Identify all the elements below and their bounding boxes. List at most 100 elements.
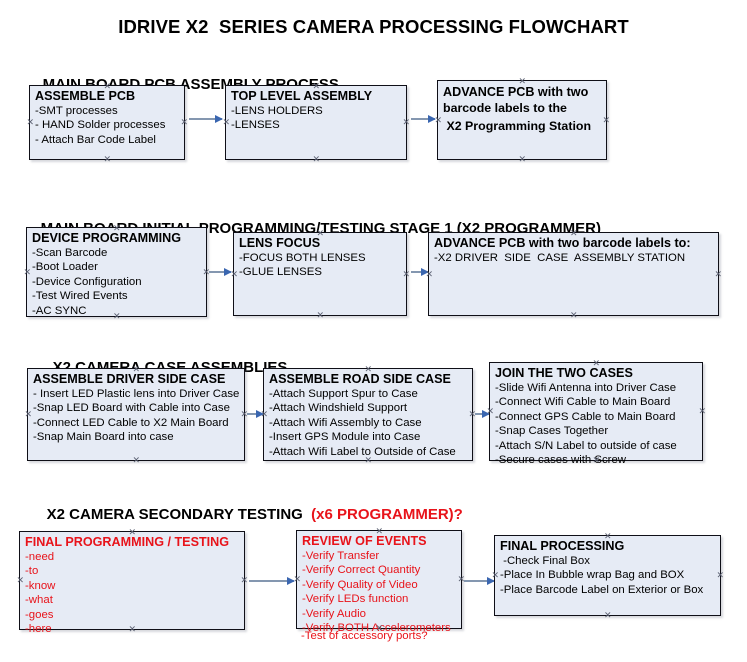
node-line: -Connect GPS Cable to Main Board — [495, 410, 676, 423]
node-line: - Attach Bar Code Label — [35, 133, 156, 146]
connection-handle-right[interactable] — [403, 271, 410, 278]
node-line: X2 Programming Station — [443, 118, 592, 133]
connection-handle-bottom[interactable] — [519, 156, 526, 163]
connection-handle-left[interactable] — [231, 271, 238, 278]
section-title-x2-camera-secondary-testing: X2 CAMERA SECONDARY TESTING (x6 PROGRAMM… — [30, 489, 463, 540]
node-advance-pcb-to-driver-side-case-assembly[interactable]: ADVANCE PCB with two barcode labels to: … — [428, 232, 719, 316]
node-top-level-assembly[interactable]: TOP LEVEL ASSEMBLY -LENS HOLDERS -LENSES — [225, 85, 407, 160]
node-line: -SMT processes — [35, 105, 118, 117]
node-assemble-road-side-case[interactable]: ASSEMBLE ROAD SIDE CASE -Attach Support … — [263, 368, 473, 461]
connection-handle-left[interactable] — [223, 119, 230, 126]
connection-handle-bottom[interactable] — [129, 626, 136, 633]
connection-handle-left[interactable] — [487, 408, 494, 415]
section-title-accent: (x6 PROGRAMMER)? — [306, 506, 463, 523]
connection-handle-left[interactable] — [426, 271, 433, 278]
connection-handle-left[interactable] — [435, 117, 442, 124]
connection-handle-bottom[interactable] — [570, 312, 577, 319]
connection-handle-top[interactable] — [376, 528, 383, 535]
connection-handle-bottom[interactable] — [104, 156, 111, 163]
node-title: TOP LEVEL ASSEMBLY — [231, 89, 373, 103]
connection-handle-right[interactable] — [241, 577, 248, 584]
connector-assemble-pcb-to-top-level-assembly — [189, 114, 223, 123]
connection-handle-right[interactable] — [715, 271, 722, 278]
connection-handle-left[interactable] — [27, 119, 34, 126]
connection-handle-bottom[interactable] — [593, 457, 600, 464]
connection-handle-bottom[interactable] — [133, 457, 140, 464]
node-title: REVIEW OF EVENTS — [302, 534, 427, 548]
node-final-processing[interactable]: FINAL PROCESSING -Check Final Box -Place… — [494, 535, 721, 616]
connection-handle-left[interactable] — [25, 411, 32, 418]
connection-handle-top[interactable] — [113, 225, 120, 232]
connection-handle-left[interactable] — [24, 269, 31, 276]
node-line: -Verify Quality of Video — [302, 578, 418, 591]
connection-handle-left[interactable] — [294, 576, 301, 583]
node-assemble-pcb[interactable]: ASSEMBLE PCB -SMT processes - HAND Solde… — [29, 85, 185, 160]
node-device-programming[interactable]: DEVICE PROGRAMMING -Scan Barcode -Boot L… — [26, 227, 207, 317]
connection-handle-top[interactable] — [104, 83, 111, 90]
node-line: -here — [25, 623, 52, 636]
node-line: -Verify BOTH Accelerometers — [302, 622, 451, 635]
node-title: FINAL PROCESSING — [500, 539, 625, 553]
node-title: ADVANCE PCB with two barcode labels to: — [434, 236, 691, 250]
connection-handle-right[interactable] — [403, 119, 410, 126]
node-title: LENS FOCUS — [239, 236, 321, 250]
connection-handle-top[interactable] — [313, 83, 320, 90]
node-line: -Scan Barcode — [32, 247, 108, 259]
connection-handle-top[interactable] — [129, 529, 136, 536]
connector-final-programming-to-review-of-events — [249, 576, 295, 585]
node-line: -Slide Wifi Antenna into Driver Case — [495, 382, 677, 394]
node-line: -Place In Bubble wrap Bag and BOX — [500, 569, 685, 582]
node-line: -GLUE LENSES — [239, 266, 322, 279]
section-title-text: X2 CAMERA SECONDARY TESTING — [46, 506, 307, 523]
connection-handle-top[interactable] — [365, 366, 372, 373]
node-line: -Insert GPS Module into Case — [269, 431, 421, 444]
connector-top-level-assembly-to-advance-pcb — [411, 114, 436, 123]
node-title: JOIN THE TWO CASES — [495, 366, 633, 380]
node-line: -Check Final Box — [500, 555, 590, 567]
node-join-the-two-cases[interactable]: JOIN THE TWO CASES -Slide Wifi Antenna i… — [487, 360, 706, 466]
node-final-programming-testing[interactable]: FINAL PROGRAMMING / TESTING -need -to -k… — [17, 529, 248, 635]
node-overflow-line-test-of-accessory-ports: -Test of accessory ports? — [301, 630, 428, 642]
connection-handle-right[interactable] — [603, 117, 610, 124]
node-line: -to — [25, 565, 39, 578]
node-line: -Connect Wifi Cable to Main Board — [495, 396, 671, 409]
connection-handle-right[interactable] — [181, 119, 188, 126]
connector-review-of-events-to-final-processing — [464, 576, 495, 585]
node-assemble-driver-side-case[interactable]: ASSEMBLE DRIVER SIDE CASE - Insert LED P… — [27, 368, 245, 461]
node-title: ASSEMBLE PCB — [35, 89, 136, 103]
connection-handle-right[interactable] — [699, 408, 706, 415]
connection-handle-left[interactable] — [492, 572, 499, 579]
connection-handle-left[interactable] — [17, 577, 24, 584]
connection-handle-top[interactable] — [604, 533, 611, 540]
connection-handle-top[interactable] — [317, 230, 324, 237]
connection-handle-top[interactable] — [593, 360, 600, 367]
node-title: ASSEMBLE DRIVER SIDE CASE — [33, 372, 226, 386]
node-line: -Connect LED Cable to X2 Main Board — [33, 416, 229, 429]
connection-handle-bottom[interactable] — [317, 312, 324, 319]
node-line: -what — [25, 594, 53, 607]
connection-handle-bottom[interactable] — [365, 457, 372, 464]
node-advance-pcb-to-x2-programming-station[interactable]: ADVANCE PCB with two barcode labels to t… — [437, 80, 607, 160]
connection-handle-top[interactable] — [519, 78, 526, 85]
connection-handle-left[interactable] — [261, 411, 268, 418]
connection-handle-right[interactable] — [717, 572, 724, 579]
connection-handle-top[interactable] — [133, 366, 140, 373]
node-line: -Verify LEDs function — [302, 593, 409, 606]
node-line: -LENSES — [231, 119, 280, 132]
node-title: ADVANCE PCB with two — [443, 85, 589, 99]
node-line: -know — [25, 579, 56, 592]
node-line: -Attach Wifi Label to Outside of Case — [269, 445, 456, 458]
connection-handle-bottom[interactable] — [113, 313, 120, 320]
node-lens-focus[interactable]: LENS FOCUS -FOCUS BOTH LENSES -GLUE LENS… — [233, 232, 407, 316]
node-line: -LENS HOLDERS — [231, 105, 323, 117]
node-line: -FOCUS BOTH LENSES — [239, 252, 366, 264]
node-line: -Attach Support Spur to Case — [269, 388, 418, 400]
connection-handle-bottom[interactable] — [313, 156, 320, 163]
node-line: -Attach Wifi Assembly to Case — [269, 416, 422, 429]
connection-handle-bottom[interactable] — [604, 612, 611, 619]
node-line: -Snap LED Board with Cable into Case — [33, 402, 230, 415]
node-line: - HAND Solder processes — [35, 119, 166, 132]
connection-handle-top[interactable] — [570, 230, 577, 237]
node-review-of-events[interactable]: REVIEW OF EVENTS -Verify Transfer -Verif… — [294, 528, 462, 634]
node-line: -Device Configuration — [32, 275, 142, 288]
